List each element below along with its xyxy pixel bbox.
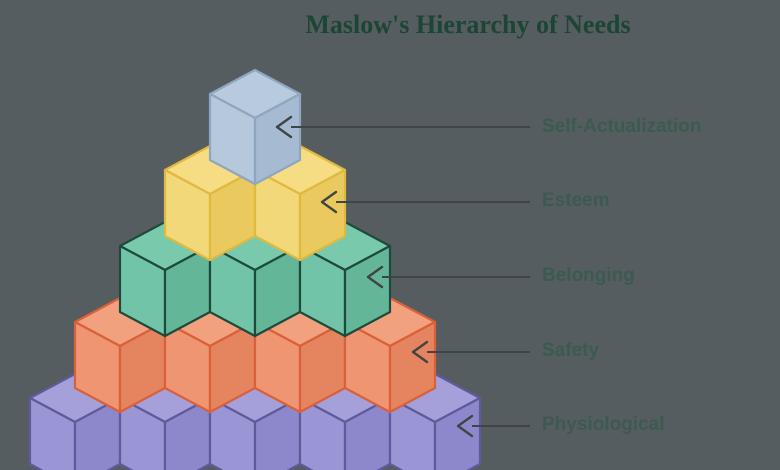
cube-face-left bbox=[28, 396, 77, 470]
cube-face-left bbox=[118, 396, 167, 470]
cube bbox=[208, 68, 302, 186]
cube bbox=[163, 296, 257, 414]
cube-face-left bbox=[208, 396, 257, 470]
leader-arrowhead-icon bbox=[366, 265, 384, 289]
leader-lines bbox=[275, 115, 530, 438]
cube-face-left bbox=[388, 396, 437, 470]
tier-label-self-actualization: Self-Actualization bbox=[542, 116, 701, 137]
cube-face-left bbox=[298, 396, 347, 470]
tier-label-safety: Safety bbox=[542, 340, 599, 361]
tier-label-esteem: Esteem bbox=[542, 190, 610, 211]
cube-row-self-actualization bbox=[208, 68, 302, 186]
tier-label-belonging: Belonging bbox=[542, 265, 635, 286]
cube-row-safety bbox=[73, 296, 437, 414]
leader-arrowhead-icon bbox=[275, 115, 293, 139]
cube bbox=[253, 144, 347, 262]
cube bbox=[388, 372, 482, 470]
tier-labels: Self-ActualizationEsteemBelongingSafetyP… bbox=[542, 116, 701, 435]
cube bbox=[118, 220, 212, 338]
page-title: Maslow's Hierarchy of Needs bbox=[305, 10, 630, 39]
cube-face-right bbox=[253, 92, 302, 186]
leader-arrowhead-icon bbox=[320, 190, 338, 214]
cube-row-belonging bbox=[118, 220, 392, 338]
cube-stack bbox=[28, 68, 482, 470]
leader-arrowhead-icon bbox=[456, 414, 474, 438]
leader-arrowhead-icon bbox=[411, 340, 429, 364]
tier-label-physiological: Physiological bbox=[542, 414, 664, 435]
cube-face-right bbox=[433, 396, 482, 470]
cube bbox=[343, 296, 437, 414]
